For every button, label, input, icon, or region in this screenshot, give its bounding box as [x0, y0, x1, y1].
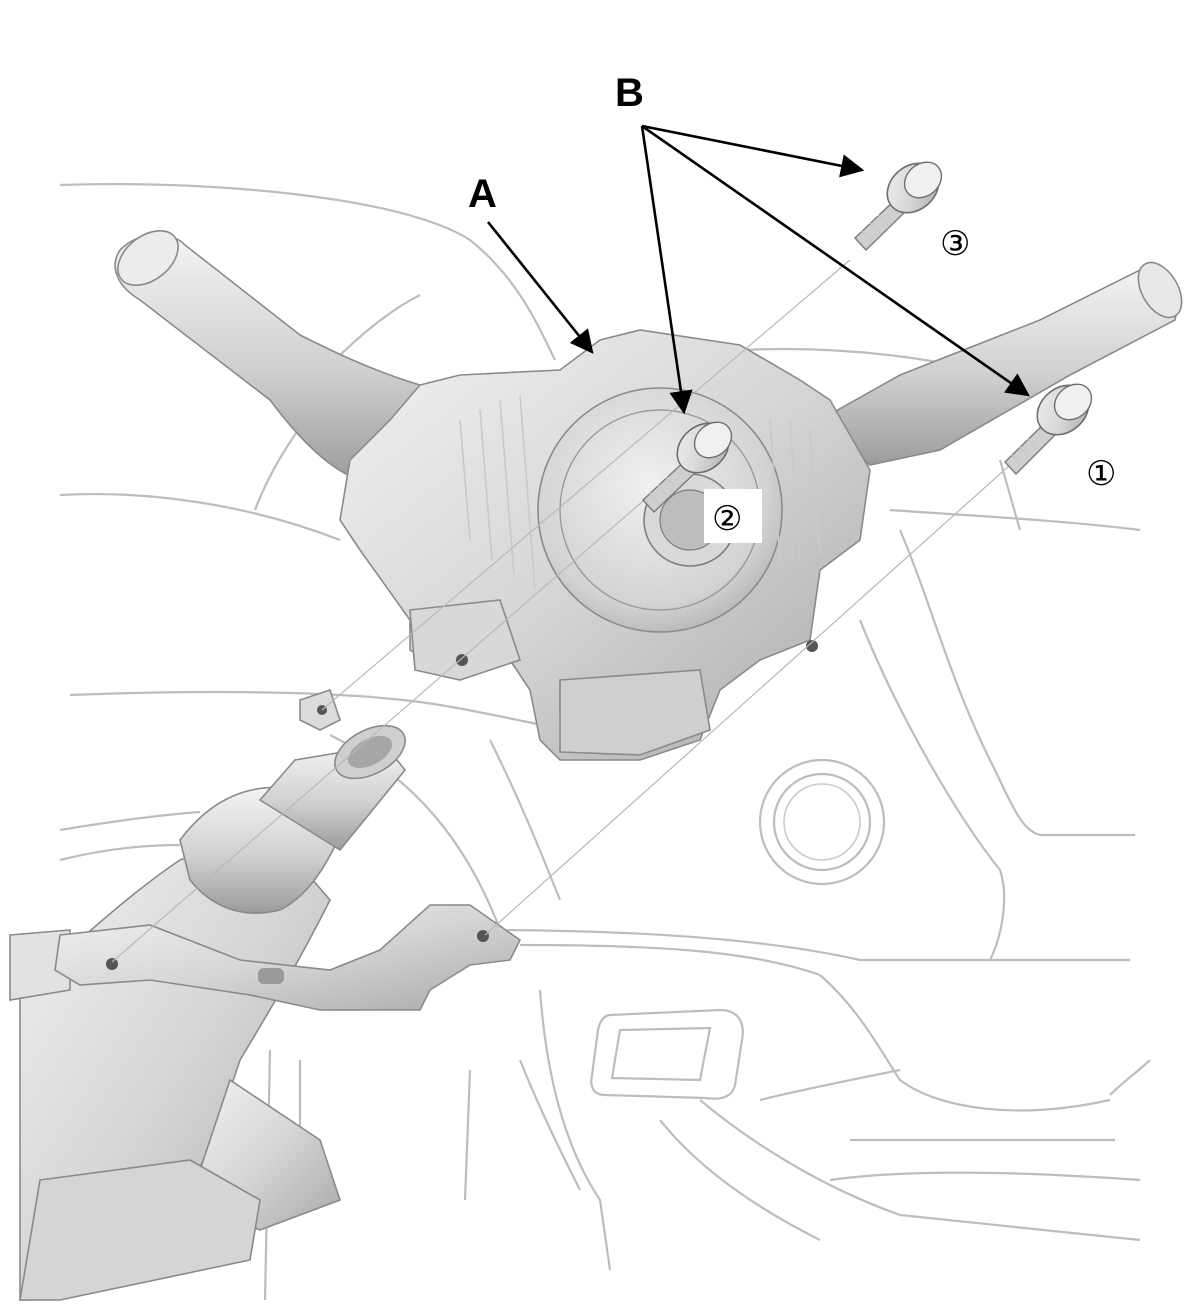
arrow-b-bolt-1: [641, 124, 1030, 397]
arrow-a: [486, 221, 594, 354]
combination-switch-assembly: [114, 230, 1183, 761]
dashboard-outline: [59, 183, 1151, 1301]
arrow-b-bolt-2: [640, 125, 693, 415]
bolt-2: [642, 421, 733, 513]
bolt-number-2-background: [704, 489, 762, 543]
callout-label-a: A: [468, 172, 497, 216]
bolt-number-3: ③: [940, 224, 970, 264]
bolt-guide-lines: [111, 259, 1011, 963]
steering-column: [9, 688, 522, 1301]
bolt-number-1: ①: [1086, 454, 1116, 494]
bolt-1: [1004, 383, 1093, 476]
bolt-3: [854, 161, 943, 252]
arrow-b-bolt-3: [641, 124, 865, 178]
bolt-number-2: ②: [712, 499, 742, 539]
callout-label-b: B: [615, 71, 644, 115]
callout-arrows: [486, 124, 1030, 415]
